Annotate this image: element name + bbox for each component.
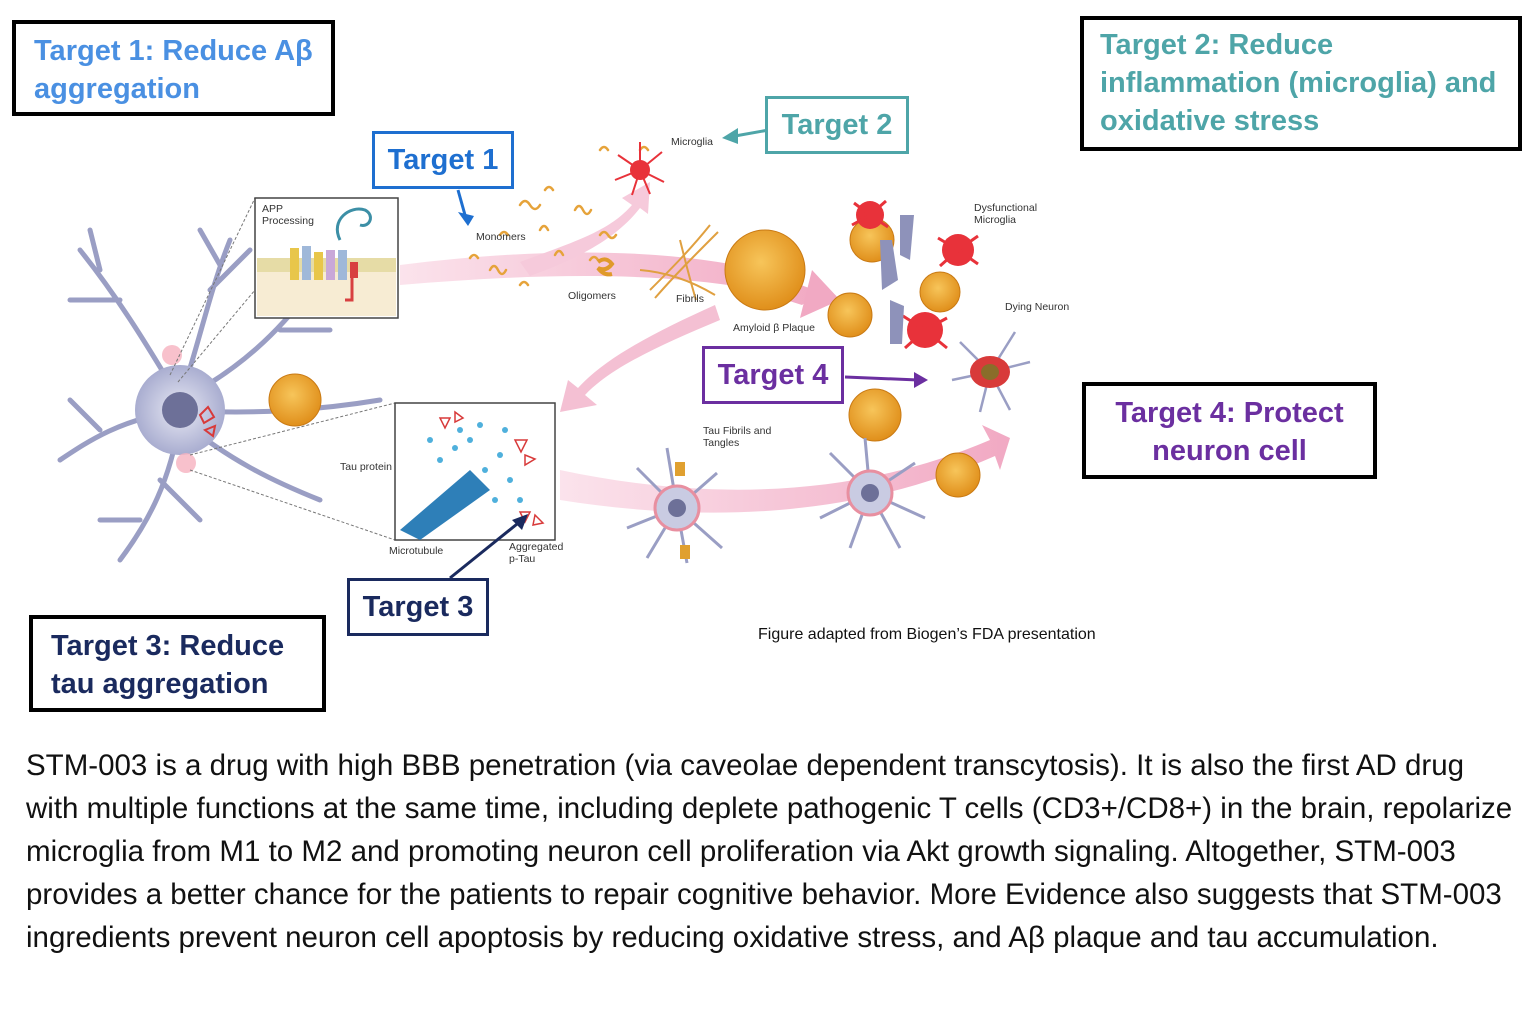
box-target-1: Target 1: Reduce Aβ aggregation [12,20,335,116]
neuron-illustration [57,227,383,563]
dysfunctional-microglia [851,199,979,350]
label-tau-fibrils: Tau Fibrils and Tangles [703,425,772,449]
tau-neuron-nucleus-2 [861,484,879,502]
neuron-nucleus [162,392,198,428]
app-processing-inset [169,197,399,383]
label-fibrils: Fibrils [676,293,704,305]
synapse-shapes [880,215,914,344]
tau-neurons [626,437,926,564]
target-pointer-arrows [449,126,928,580]
box-target-4-text: Target 4: Protect neuron cell [1115,397,1344,467]
oligomer [596,257,615,277]
box-target-3: Target 3: Reduce tau aggregation [29,615,326,712]
label-microglia: Microglia [671,136,714,148]
box-target-2-text: Target 2: Reduce inflammation (microglia… [1100,29,1497,137]
tau-inset [189,402,556,541]
plaque-to-tau-arrow [560,305,720,412]
microglia-branch-arrow [520,182,650,276]
monomer-squiggles [468,145,650,287]
figure-caption: Figure adapted from Biogen’s FDA present… [758,626,1096,643]
tag-target-2: Target 2 [765,96,909,154]
label-amyloid-plaque: Amyloid β Plaque [733,322,815,334]
box-target-4: Target 4: Protect neuron cell [1082,382,1377,479]
tau-tangle-marks [675,462,690,559]
tau-neuron-nucleus-1 [668,499,686,517]
soma-highlight-2 [176,453,196,473]
box-target-1-text: Target 1: Reduce Aβ aggregation [34,35,313,105]
label-aggregated-ptau: Aggregated p-Tau [509,541,564,565]
label-dysfunctional-microglia: Dysfunctional Microglia [974,202,1038,226]
soma-tangle [198,405,217,438]
description-paragraph: STM-003 is a drug with high BBB penetrat… [26,749,1513,954]
tag-target-4: Target 4 [702,346,844,404]
fibrils [639,224,719,301]
microglia-cell [614,142,665,196]
label-tau-protein: Tau protein [340,461,392,473]
soma-highlight-1 [162,345,182,365]
box-target-3-text: Target 3: Reduce tau aggregation [51,630,285,700]
tag-target-1: Target 1 [372,131,514,189]
label-dying-neuron: Dying Neuron [1005,301,1070,313]
box-target-2: Target 2: Reduce inflammation (microglia… [1080,16,1522,151]
label-oligomers: Oligomers [568,290,616,302]
label-monomers: Monomers [476,231,526,243]
dying-neuron [951,331,1031,413]
pathology-diagram [57,126,1031,580]
amyloid-plaques [268,217,981,498]
label-microtubule: Microtubule [389,545,444,557]
upper-pathway-arrow [400,252,840,318]
tag-target-3: Target 3 [347,578,489,636]
label-app-processing: APP Processing [262,203,314,227]
